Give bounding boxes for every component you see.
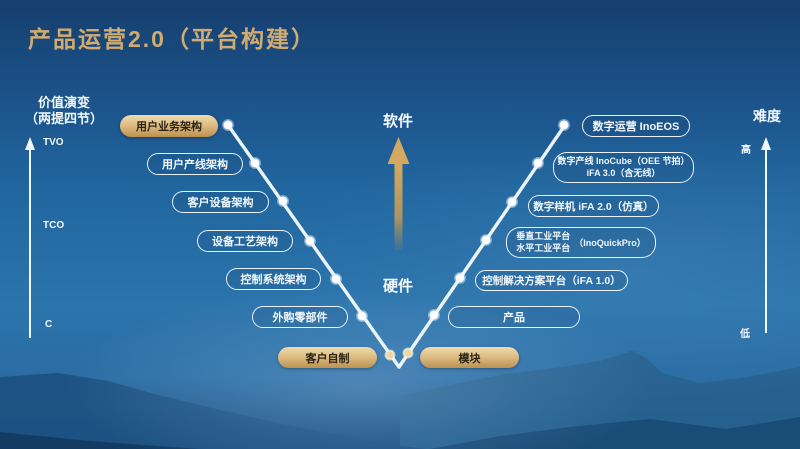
value-tick-tco: TCO [43,220,65,231]
pill-label: 数字样机 iFA 2.0（仿真） [533,200,654,213]
pill-label-line2: 水平工业平台 [516,242,571,253]
pill-label: 设备工艺架构 [212,236,278,248]
pill-label: 产品 [503,312,525,324]
pill-digital-prototype-ifa2: 数字样机 iFA 2.0（仿真） [528,195,659,217]
pill-user-line-arch: 用户产线架构 [147,153,243,175]
pill-product: 产品 [448,306,580,328]
pill-label: 模块 [458,352,481,365]
pill-module: 模块 [420,347,519,368]
pill-label: 数字运营 InoEOS [592,121,680,133]
value-axis-label-line2: （两提四节） [24,111,103,127]
pill-digital-line-inocube: 数字产线 InoCube（OEE 节拍） iFA 3.0（含无线） [553,152,694,183]
software-label: 软件 [382,113,413,130]
pill-customer-selfmade: 客户自制 [278,347,377,368]
hardware-label: 硬件 [382,278,413,295]
value-tick-tvo: TVO [43,137,64,148]
pill-industrial-platform-inoquickpro: 垂直工业平台 水平工业平台 （InoQuickPro） [506,227,656,258]
pill-digital-operation-inoeos: 数字运营 InoEOS [582,115,690,137]
pill-label: 客户设备架构 [187,197,254,209]
value-axis-label: 价值演变 （两提四节） [12,95,116,128]
pill-customer-equipment-arch: 客户设备架构 [172,191,269,213]
pill-label-line1: 垂直工业平台 [516,231,571,242]
pill-label: 控制系统架构 [240,274,307,286]
page-title: 产品运营2.0（平台构建） [28,26,316,52]
pill-label: 用户业务架构 [136,121,202,133]
difficulty-tick-high: 高 [741,145,751,156]
pill-label: 客户自制 [305,352,350,365]
pill-user-business-arch: 用户业务架构 [120,115,218,137]
pill-control-system-arch: 控制系统架构 [226,268,321,290]
difficulty-tick-low: 低 [740,329,750,340]
pill-label: 控制解决方案平台（iFA 1.0） [482,275,621,287]
pill-label: 外购零部件 [272,312,328,324]
value-axis-label-line1: 价值演变 [37,95,90,110]
pill-label-suffix: （InoQuickPro） [574,238,646,248]
difficulty-axis-label: 难度 [753,108,781,124]
pill-label: 用户产线架构 [162,159,228,171]
pill-equipment-process-arch: 设备工艺架构 [197,230,293,252]
pill-label-line1: 数字产线 InoCube（OEE 节拍） [557,156,690,167]
pill-purchased-parts: 外购零部件 [252,306,348,328]
pill-control-solution-ifa1: 控制解决方案平台（iFA 1.0） [475,270,628,291]
value-tick-c: C [45,319,53,330]
pill-label-line2: iFA 3.0（含无线） [586,167,661,178]
